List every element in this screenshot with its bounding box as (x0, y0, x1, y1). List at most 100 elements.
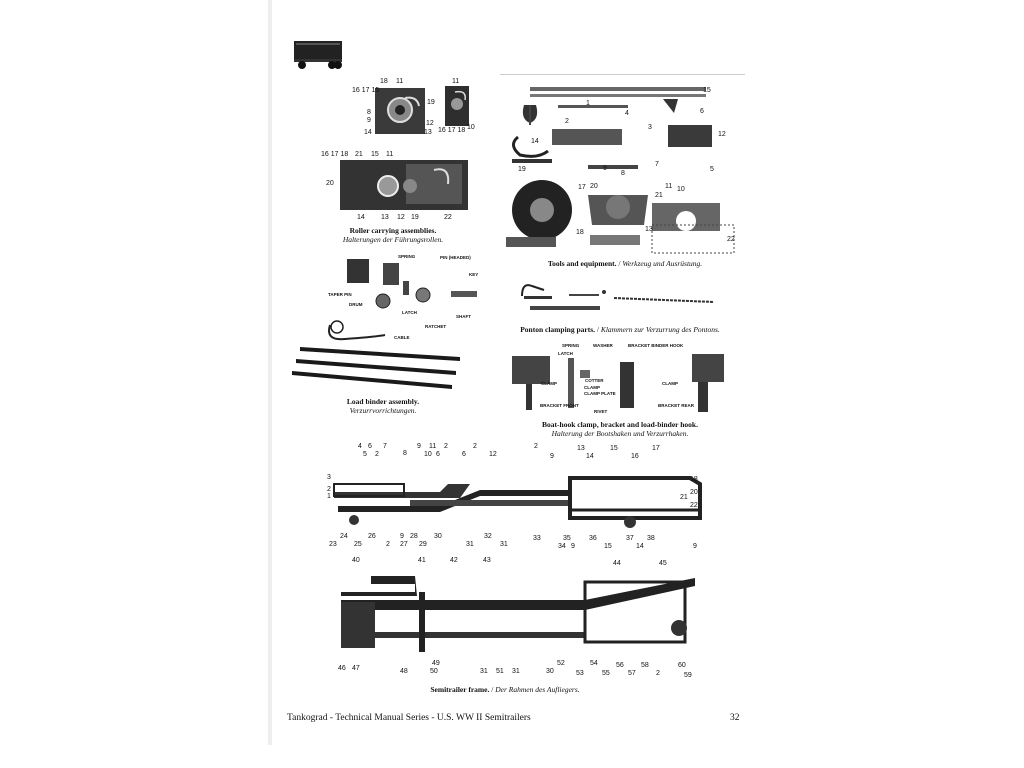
callout: 32 (484, 533, 492, 540)
callout: 2 (473, 443, 477, 450)
header-rule (500, 74, 745, 75)
callout: 43 (483, 557, 491, 564)
callout: 16 17 15 (352, 87, 380, 94)
callout: 18 (380, 78, 388, 85)
ponton-caption: Ponton clamping parts. / Klammern zur Ve… (520, 325, 720, 334)
callout: 17 (578, 184, 586, 191)
callout: 47 (352, 665, 360, 672)
label: LATCH (402, 310, 417, 315)
callout: 3 (327, 474, 331, 481)
callout: 14 (531, 138, 539, 145)
callout: 55 (602, 670, 610, 677)
label: BRACKET REAR (658, 403, 694, 408)
callout: 6 (462, 451, 466, 458)
callout: 8 (403, 450, 407, 457)
callout: 19 (411, 214, 419, 221)
frame-upper-drawing (333, 476, 702, 528)
roller-photo-1 (375, 88, 425, 134)
callout: 6 (368, 443, 372, 450)
callout: 26 (368, 533, 376, 540)
callout: 48 (400, 668, 408, 675)
boathook-parts (512, 354, 724, 412)
callout: 33 (533, 535, 541, 542)
load-binder-parts (328, 259, 477, 341)
callout: 31 (500, 541, 508, 548)
callout: 2 (534, 443, 538, 450)
callout: 13 (645, 226, 653, 233)
callout: 14 (586, 453, 594, 460)
callout: 10 (424, 451, 432, 458)
callout: 10 (677, 186, 685, 193)
callout: 11 (452, 78, 460, 85)
callout: 54 (590, 660, 598, 667)
label: SHAFT (456, 314, 471, 319)
callout: 41 (418, 557, 426, 564)
callout: 14 (364, 129, 372, 136)
callout: 6 (436, 451, 440, 458)
label: CLAMP (541, 381, 557, 386)
callout: 51 (496, 668, 504, 675)
label: WASHER (593, 343, 613, 348)
callout: 2 (386, 541, 390, 548)
callout: 7 (655, 161, 659, 168)
roller-caption: Roller carrying assemblies. Halterungen … (342, 226, 444, 244)
label: RIVET (594, 409, 608, 414)
callout: 53 (576, 670, 584, 677)
callout: 11 (396, 78, 404, 85)
frame-lower-drawing (341, 576, 695, 652)
callout: 38 (647, 535, 655, 542)
callout: 15 (371, 151, 379, 158)
callout: 35 (563, 535, 571, 542)
callout: 9 (550, 453, 554, 460)
callout: 28 (410, 533, 418, 540)
label: LATCH (558, 351, 573, 356)
callout: 21 (680, 494, 688, 501)
callout: 21 (655, 192, 663, 199)
callout: 40 (352, 557, 360, 564)
callout: 31 (466, 541, 474, 548)
roller-photo-2 (445, 86, 469, 126)
callout: 2 (656, 670, 660, 677)
callout: 15 (703, 87, 711, 94)
callout: 13 (424, 129, 432, 136)
callout: 20 (590, 183, 598, 190)
callout: 30 (546, 668, 554, 675)
callout: 22 (444, 214, 452, 221)
load-binder-straps (292, 347, 460, 389)
callout: 15 (610, 445, 618, 452)
ponton-parts (521, 284, 715, 310)
callout: 7 (383, 443, 387, 450)
callout: 14 (636, 543, 644, 550)
label: BRACKET FRONT (540, 403, 579, 408)
callout: 12 (718, 131, 726, 138)
boathook-caption: Boat-hook clamp, bracket and load-binder… (542, 420, 698, 438)
callout: 9 (417, 443, 421, 450)
load-binder-caption: Load binder assembly. Verzurrvorrichtung… (346, 397, 420, 415)
callout: 9 (693, 543, 697, 550)
callout: 20 (326, 180, 334, 187)
callout: 10 (467, 124, 475, 131)
label: PIN (HEADED) (440, 255, 471, 260)
callout: 11 (429, 443, 437, 450)
callout: 24 (340, 533, 348, 540)
callout: 30 (434, 533, 442, 540)
callout: 18 (576, 229, 584, 236)
label: KEY (469, 272, 479, 277)
callout: 22 (727, 236, 735, 243)
callout: 2 (327, 486, 331, 493)
callout: 20 (690, 489, 698, 496)
callout: 17 (652, 445, 660, 452)
label: CABLE (394, 335, 410, 340)
callout: 2 (444, 443, 448, 450)
callout: 23 (329, 541, 337, 548)
callout: 19 (427, 99, 435, 106)
callout: 5 (710, 166, 714, 173)
label: CLAMP PLATE (584, 391, 616, 396)
frame-caption: Semitrailer frame. / Der Rahmen des Aufl… (430, 685, 580, 694)
callout: 13 (577, 445, 585, 452)
callout: 50 (430, 668, 438, 675)
roller-photo-3 (340, 160, 468, 210)
page-number: 32 (730, 713, 740, 723)
callout: 1 (327, 493, 331, 500)
callout: 13 (381, 214, 389, 221)
